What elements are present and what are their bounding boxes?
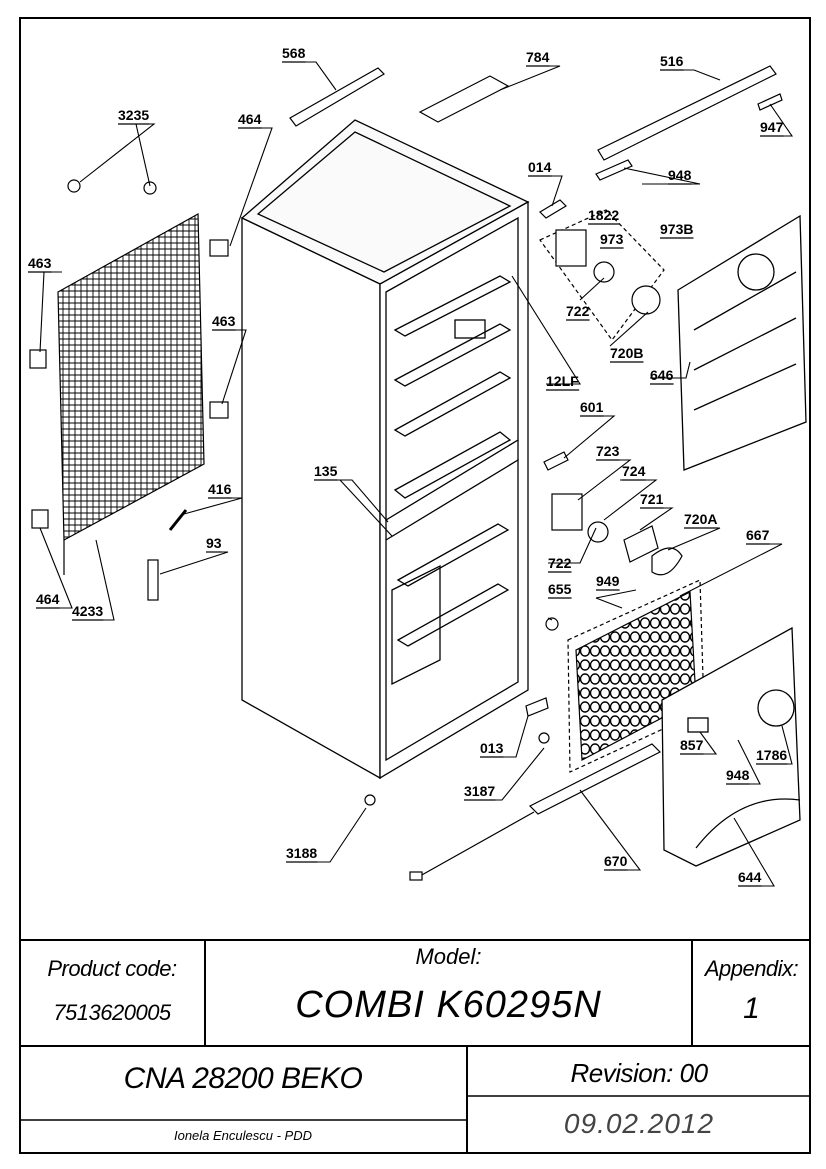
wire-condenser [29, 179, 229, 601]
part-label-601: 601 [580, 399, 604, 415]
bracket-464-top [209, 239, 229, 257]
cabinet-top-inner [256, 131, 512, 273]
part-721-shape [623, 525, 659, 563]
part-3188-shape [364, 794, 376, 806]
part-516-shape [597, 65, 777, 161]
fridge-shelf-3 [393, 371, 512, 437]
part-label-973: 973 [600, 231, 624, 247]
bracket-463-left [29, 349, 47, 369]
title-block-grid [19, 939, 811, 1154]
part-label-784: 784 [526, 49, 550, 65]
part-label-463-right: 463 [212, 313, 236, 329]
part-label-644: 644 [738, 869, 762, 885]
part-number-labels: 568 784 516 947 3235 464 948 014 1822 97… [28, 45, 788, 887]
part-label-724: 724 [622, 463, 646, 479]
part-label-416: 416 [208, 481, 232, 497]
part-1786-shape [757, 689, 795, 727]
part-857-shape [687, 717, 709, 733]
part-label-1822: 1822 [588, 207, 619, 223]
cabinet [240, 119, 530, 780]
part-568-shape [289, 67, 385, 127]
fridge-shelf-2 [393, 323, 512, 387]
part-label-973B: 973B [660, 221, 693, 237]
part-label-667: 667 [746, 527, 770, 543]
part-948-top-shape [595, 159, 633, 181]
part-label-135: 135 [314, 463, 338, 479]
part-93-shape [147, 559, 159, 601]
part-973-shape [593, 261, 615, 283]
part-label-4233: 4233 [72, 603, 103, 619]
dashed-group-973B [539, 209, 665, 342]
cabinet-front-frame [379, 200, 529, 780]
cna-code: CNA 28200 BEKO [123, 1062, 363, 1095]
fan-assembly [364, 209, 683, 806]
crisper-drawer [393, 431, 512, 499]
part-724-shape [587, 521, 609, 543]
drawing-frame [19, 17, 811, 1154]
part-label-463-left: 463 [28, 255, 52, 271]
date: 09.02.2012 [563, 1108, 715, 1139]
part-416-shape [168, 509, 188, 531]
part-label-722-bottom: 722 [548, 555, 572, 571]
part-label-568: 568 [282, 45, 306, 61]
model-label: Model: [415, 944, 482, 969]
part-label-464-top: 464 [238, 111, 262, 127]
author: Ionela Enculescu - PDD [173, 1128, 312, 1143]
part-784-shape [418, 75, 510, 123]
part-label-3187: 3187 [464, 783, 495, 799]
part-013-shape [525, 697, 549, 717]
freezer-compartment [385, 458, 519, 762]
part-label-948-top: 948 [668, 167, 692, 183]
part-655-shape [545, 617, 559, 631]
part-3187-shape [538, 732, 550, 744]
part-label-723: 723 [596, 443, 620, 459]
rear-cover-644 [661, 626, 801, 867]
appendix-label: Appendix: [704, 956, 799, 981]
product-code-label: Product code: [47, 956, 177, 981]
appendix-value: 1 [743, 992, 760, 1025]
part-label-93: 93 [206, 535, 222, 551]
drain-tray-670 [409, 743, 662, 881]
part-label-948-bottom: 948 [726, 767, 750, 783]
part-label-721: 721 [640, 491, 664, 507]
part-label-516: 516 [660, 53, 684, 69]
part-947-shape [757, 93, 783, 111]
part-label-722-top: 722 [566, 303, 590, 319]
part-label-3235: 3235 [118, 107, 149, 123]
part-label-949: 949 [596, 573, 620, 589]
light-box [454, 319, 486, 339]
part-014-shape [539, 199, 567, 219]
model-value: COMBI K60295N [295, 984, 602, 1026]
bracket-464-left [31, 509, 49, 529]
freezer-fan-cover [391, 564, 441, 686]
part-label-3188: 3188 [286, 845, 317, 861]
part-label-013: 013 [480, 740, 504, 756]
cabinet-left-side [241, 216, 381, 780]
part-label-12LF: 12LF [546, 373, 579, 389]
part-720B-shape [631, 285, 661, 315]
part-1822-shape [555, 229, 587, 267]
part-723-shape [551, 493, 583, 531]
fridge-shelf-1 [393, 275, 512, 337]
part-label-720A: 720A [684, 511, 717, 527]
part-label-670: 670 [604, 853, 628, 869]
product-code-value: 7513620005 [53, 1000, 171, 1025]
part-label-857: 857 [680, 737, 704, 753]
part-label-720B: 720B [610, 345, 643, 361]
revision: Revision: 00 [570, 1058, 708, 1088]
part-601-shape [543, 451, 569, 471]
part-label-646: 646 [650, 367, 674, 383]
part-label-655: 655 [548, 581, 572, 597]
top-parts [289, 65, 783, 219]
evaporator-cover-646 [677, 214, 807, 471]
freezer-shelf-2 [396, 583, 510, 647]
bracket-463-right [209, 401, 229, 419]
part-720A-shape [651, 547, 683, 576]
part-label-464-bottom: 464 [36, 591, 60, 607]
part-label-014: 014 [528, 159, 552, 175]
part-label-947: 947 [760, 119, 784, 135]
part-label-1786: 1786 [756, 747, 787, 763]
